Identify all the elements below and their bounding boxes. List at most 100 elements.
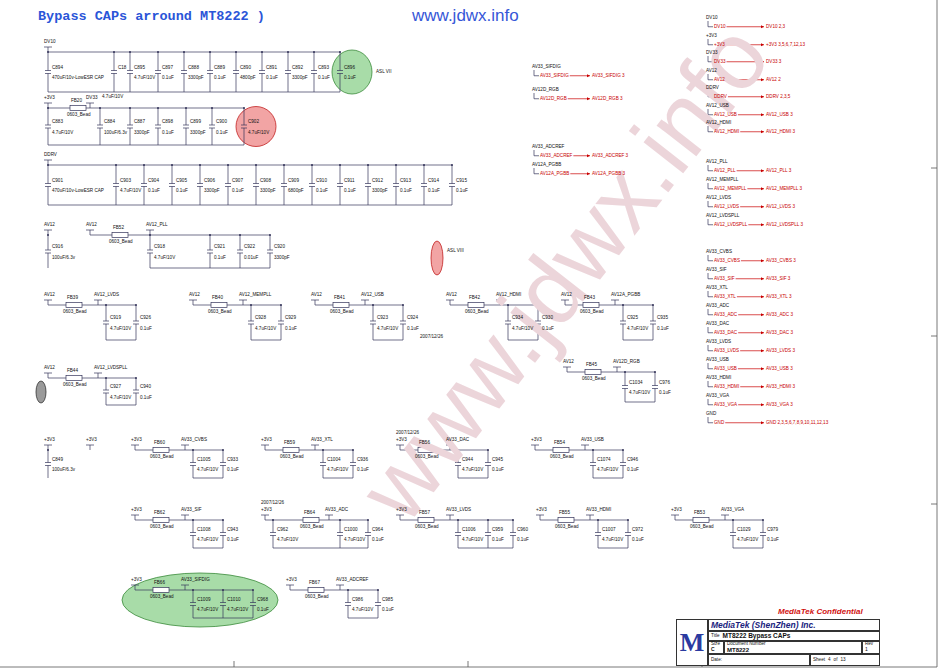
capacitor-symbol: [337, 183, 343, 184]
capacitor-symbol: [209, 125, 215, 126]
part-number: C897: [162, 65, 173, 71]
part-value: 4.7uF/10V: [102, 94, 123, 100]
wire: [130, 128, 131, 145]
wire: [403, 324, 404, 340]
part-value: 0.1uF: [162, 130, 174, 136]
junction-dot: [183, 51, 185, 53]
part-number: C895: [134, 65, 145, 71]
wire: [708, 224, 713, 225]
net-label: DV10: [706, 15, 718, 21]
net-label: +3V3: [44, 437, 55, 443]
capacitor-symbol: [337, 532, 343, 533]
wire: [733, 520, 734, 533]
net-label: AV12: [44, 292, 55, 298]
part-number: C1004: [327, 457, 341, 463]
wire: [169, 520, 223, 521]
wire: [144, 165, 145, 184]
offpage-connector: [725, 422, 764, 423]
part-number: C930: [542, 315, 553, 321]
part-value: 0.1uF: [657, 326, 669, 332]
wire: [270, 235, 271, 250]
wire: [708, 399, 709, 405]
ground-wire: [48, 92, 340, 93]
net-label: AV33_VGA: [706, 393, 729, 399]
part-number: C894: [52, 65, 63, 71]
part-value: 0.1uF: [659, 390, 671, 396]
part-number: C920: [274, 244, 285, 250]
net-label: DV33: [706, 50, 718, 56]
ground-wire: [106, 340, 136, 341]
part-value: 4.7uF/10V: [597, 467, 618, 473]
wire: [340, 165, 341, 184]
offpage-net: AV33_VGA: [714, 402, 737, 408]
wire: [617, 367, 618, 372]
company-logo: M: [676, 619, 708, 666]
title-block-cell: TitleMT8222 Bypass CAPs: [708, 631, 880, 641]
wire: [48, 235, 49, 250]
capacitor-symbol: [147, 250, 153, 251]
part-number: C890: [240, 65, 251, 71]
wire: [403, 305, 404, 321]
title-block-text: MT8222 Bypass CAPs: [723, 633, 791, 640]
wire: [48, 108, 49, 125]
part-value: 0603_Bead: [63, 382, 87, 388]
part-number: C962: [277, 527, 288, 533]
capacitor-symbol: [267, 250, 273, 251]
offpage-net: DV10: [714, 24, 726, 30]
junction-dot: [451, 164, 453, 166]
part-number: C888: [188, 65, 199, 71]
border-tick: [931, 168, 937, 169]
wire: [265, 515, 266, 520]
part-value: 100uF/6.3v: [52, 467, 75, 473]
page-reference: AV33_VGA 3: [766, 402, 793, 408]
junction-dot: [512, 519, 514, 521]
offpage-connector: [740, 386, 764, 387]
part-value: 4.7uF/10V: [255, 326, 276, 332]
net-label: AV12_HDMI: [706, 120, 731, 126]
wire: [185, 585, 186, 590]
wire: [315, 445, 316, 450]
wire: [193, 590, 194, 603]
part-number: C928: [255, 315, 266, 321]
sheet-border: [0, 667, 937, 668]
part-value: 470uF/10v-LowESR CAP: [52, 188, 104, 194]
capacitor-symbol: [365, 532, 371, 533]
wire: [212, 128, 213, 145]
capacitor-symbol: [190, 462, 196, 463]
ground-wire: [623, 340, 653, 341]
offpage-connector: [737, 170, 764, 171]
part-number: C883: [52, 119, 63, 125]
capacitor-symbol: [241, 125, 247, 126]
part-value: 4.7uF/10V: [134, 75, 155, 81]
wire: [100, 108, 101, 125]
net-label: AV33_XTL: [311, 437, 333, 443]
offpage-net: AV33_CVBS: [714, 258, 740, 264]
wire: [144, 187, 145, 206]
capacitor-symbol: [127, 125, 133, 126]
title-block-cell: MediaTek (ShenZhen) Inc.: [708, 619, 880, 631]
wire: [284, 187, 285, 206]
capacitor-symbol: [393, 183, 399, 184]
part-number: C921: [214, 244, 225, 250]
part-number: C904: [148, 178, 159, 184]
wire: [708, 219, 709, 225]
highlight-ellipse: [122, 573, 278, 627]
offpage-net: DV33: [714, 59, 726, 65]
connector-flag: [587, 74, 590, 77]
connector-flag: [761, 187, 764, 190]
part-value: 4.7uF/10V: [120, 188, 141, 194]
part-value: 0.1uF: [232, 188, 244, 194]
title-block-text: Title: [711, 634, 720, 639]
capacitor-symbol: [197, 183, 203, 184]
capacitor-symbol: [285, 70, 291, 71]
wire: [48, 378, 66, 379]
wire: [48, 466, 49, 479]
wire: [244, 108, 245, 125]
capacitor-symbol: [207, 250, 213, 251]
wire: [240, 253, 241, 268]
net-label: AV33_HDMI: [706, 375, 731, 381]
capacitor-symbol: [190, 602, 196, 603]
ground-wire: [593, 478, 623, 479]
note: ASL VII: [376, 69, 391, 75]
net-label: AV33_ADC: [325, 507, 348, 513]
